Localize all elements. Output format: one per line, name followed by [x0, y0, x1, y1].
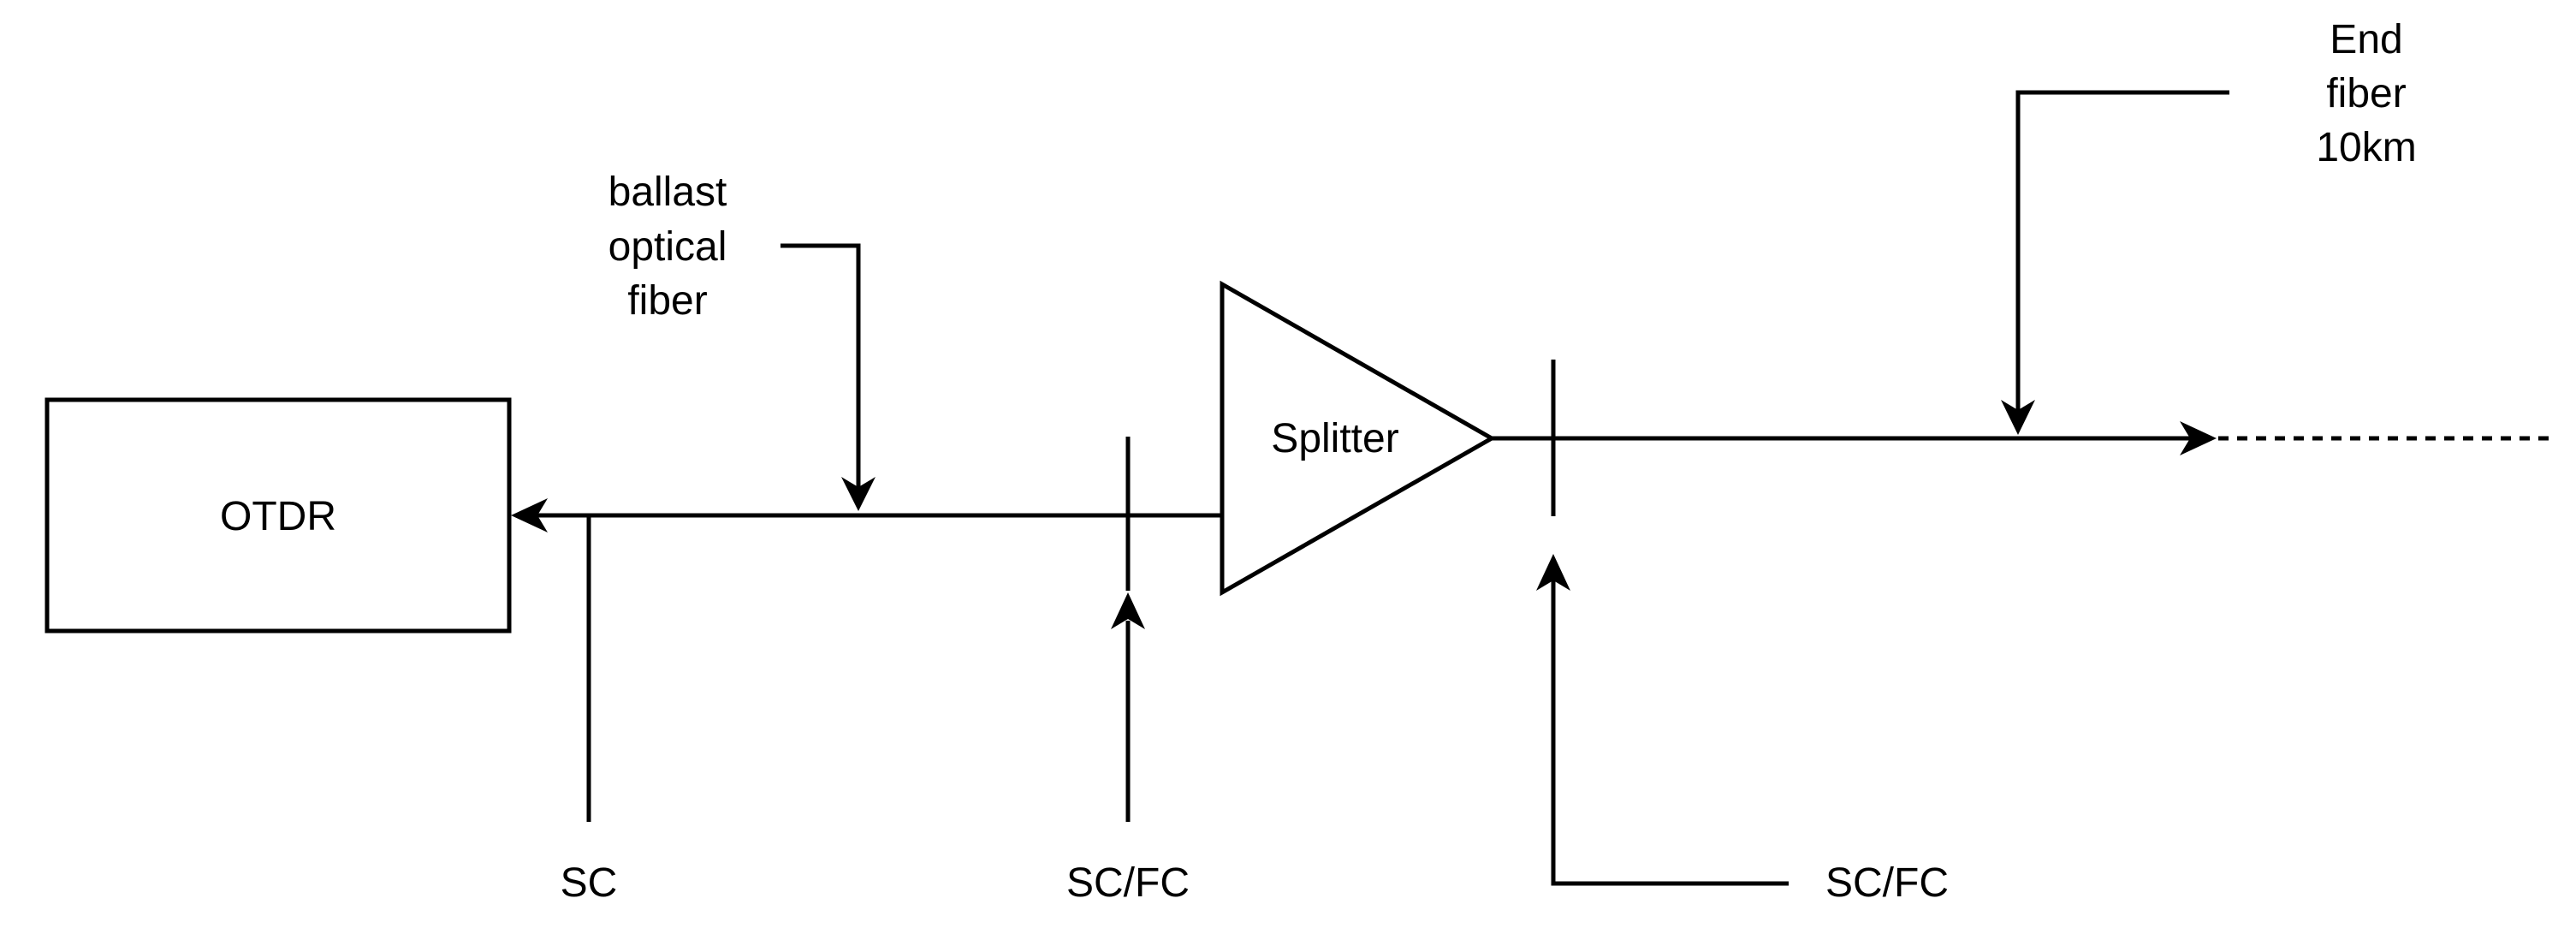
scfc-label-1: SC/FC: [1066, 860, 1190, 906]
sc-label: SC: [561, 860, 618, 906]
ballast-label-line-1: ballast: [608, 170, 727, 215]
splitter-label: Splitter: [1271, 416, 1398, 461]
splitter-block: Splitter: [1220, 280, 1497, 597]
ballast-fiber-line: [511, 498, 1222, 532]
end-fiber-label-line-2: fiber: [2326, 71, 2406, 116]
ballast-annotation: ballast optical fiber: [608, 170, 875, 511]
otdr-box: [45, 397, 512, 634]
sc-connector: SC: [561, 515, 618, 906]
scfc-label-2: SC/FC: [1825, 860, 1949, 906]
otdr-block: OTDR: [45, 397, 512, 634]
scfc-connector-1-arrowhead: [1111, 592, 1145, 629]
end-fiber-pointer-arrowhead: [2001, 400, 2035, 435]
scfc-connector-2-arrowhead: [1536, 554, 1570, 591]
otdr-input-arrowhead: [511, 498, 548, 532]
end-fiber-label-line-1: End: [2330, 17, 2402, 62]
end-fiber-label-line-3: 10km: [2316, 125, 2416, 170]
ballast-pointer-line: [781, 243, 861, 491]
scfc-connector-2-pointer: [1551, 580, 1789, 886]
end-fiber-annotation: End fiber 10km: [2001, 17, 2417, 435]
end-fiber-line: [1492, 421, 2555, 455]
end-fiber-arrowhead: [2180, 421, 2217, 455]
end-fiber-pointer-line: [2015, 90, 2229, 415]
scfc-connector-1: SC/FC: [1066, 437, 1190, 906]
ballast-label-line-3: fiber: [627, 278, 707, 324]
splitter-triangle: [1220, 280, 1497, 597]
ballast-label-line-2: optical: [608, 224, 727, 270]
scfc-connector-2: SC/FC: [1536, 360, 1949, 906]
ballast-pointer-arrowhead: [841, 477, 875, 511]
otdr-label: OTDR: [220, 494, 336, 539]
